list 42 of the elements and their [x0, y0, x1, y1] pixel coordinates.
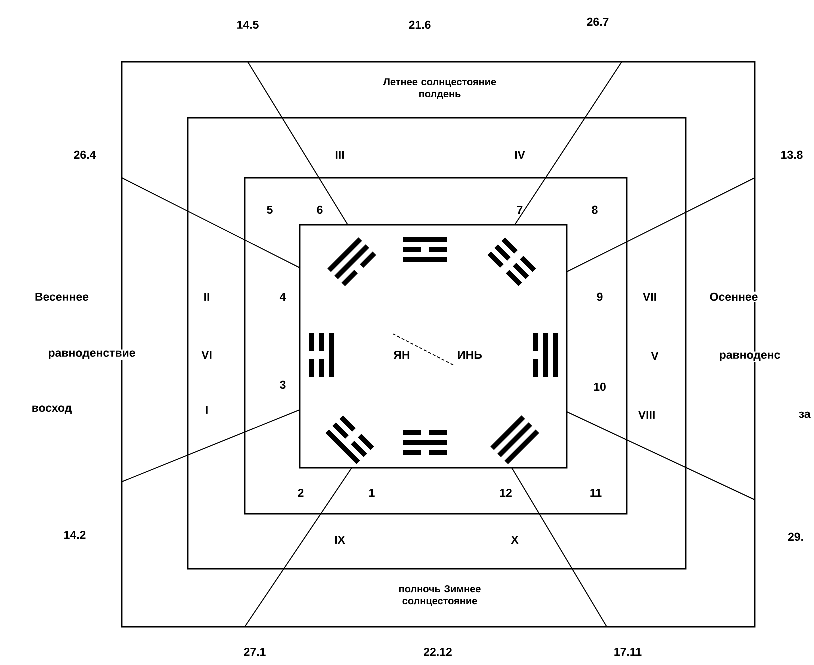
date-label: 22.12 — [422, 647, 454, 658]
season-label: равноденс — [718, 352, 782, 362]
sector-number: 1 — [370, 489, 375, 497]
sector-number: 2 — [298, 489, 304, 498]
season-label: за — [798, 410, 812, 420]
roman-numeral: IV — [515, 151, 526, 159]
roman-numeral: VII — [643, 293, 656, 301]
date-label: 13.8 — [780, 150, 804, 160]
season-label: равноденствие — [47, 350, 137, 360]
date-label: 27.1 — [242, 647, 268, 658]
sector-number: 8 — [592, 206, 598, 214]
roman-numeral: VIII — [638, 411, 655, 419]
date-label: 29. — [787, 532, 805, 542]
date-label: 21.6 — [408, 20, 432, 30]
roman-numeral: V — [651, 352, 659, 360]
sector-number: 4 — [280, 293, 286, 301]
roman-numeral: III — [336, 151, 344, 159]
date-label: 14.2 — [62, 530, 88, 540]
date-label: 26.4 — [72, 150, 98, 160]
roman-numeral: II — [204, 293, 210, 301]
sector-number: 12 — [500, 489, 512, 498]
season-label: Весеннее — [34, 292, 90, 302]
date-label: 14.5 — [236, 20, 260, 30]
sector-number: 7 — [517, 206, 523, 214]
yin-yang-label: ИНЬ — [458, 351, 482, 359]
sector-number: 6 — [317, 206, 323, 214]
season-label: полночь Зимнее солнцестояние — [400, 586, 481, 606]
sector-number: 9 — [597, 292, 603, 302]
season-label: Осеннее — [708, 292, 760, 302]
sector-number: 11 — [590, 489, 602, 497]
sector-number: 5 — [267, 206, 273, 214]
yin-yang-label: ЯН — [394, 351, 410, 359]
season-label: восход — [30, 404, 74, 416]
roman-numeral: X — [511, 536, 519, 544]
roman-numeral: IX — [335, 536, 346, 544]
date-label: 26.7 — [586, 16, 610, 28]
roman-numeral: VI — [202, 351, 212, 359]
sector-number: 3 — [280, 380, 286, 390]
roman-numeral: I — [206, 406, 208, 414]
sector-number: 10 — [594, 382, 606, 392]
season-label: Летнее солнцестояние полдень — [383, 78, 496, 100]
date-label: 17.11 — [612, 647, 644, 657]
